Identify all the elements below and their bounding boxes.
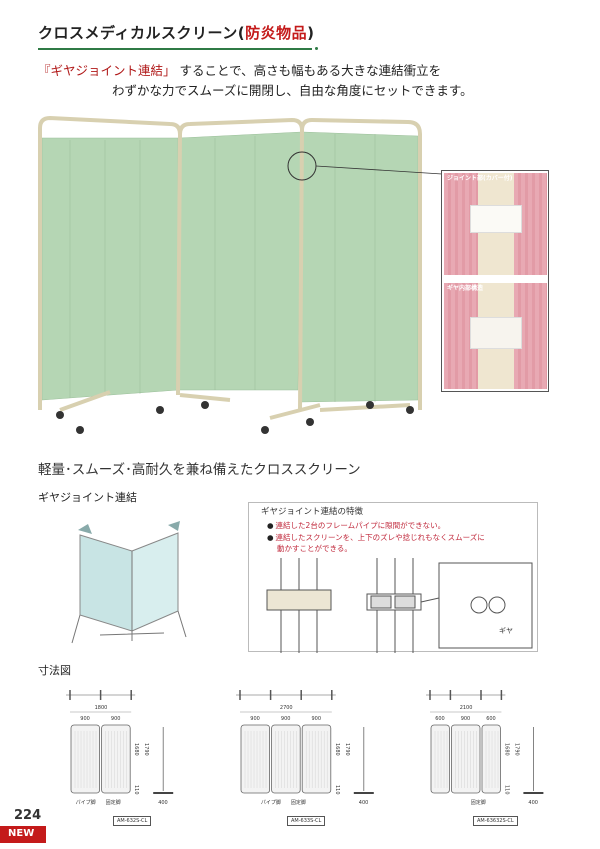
leg-type-label: 固定脚 [471,799,486,806]
leg-type-label: 固定脚 [106,799,121,806]
panel-width-label: 900 [111,716,121,722]
page-number: 224 [14,808,42,823]
foot-height-label: 110 [334,785,340,795]
gear-label: ギヤ [499,627,513,635]
model-code: AM-63632S-CL [473,816,518,826]
height-label: 1790 [143,743,149,756]
lead-accent: 『ギヤジョイント連結」 [38,63,176,78]
height-label: 1680 [503,743,509,756]
title-rule [38,48,312,50]
joint-detail-callout: ジョイント部(カバー付) ギヤ内部構造 [441,170,549,392]
leg-type-label: パイプ脚 [261,799,281,806]
panel-width-label: 900 [281,716,291,722]
panel-width-label: 900 [250,716,260,722]
model-code: AM-633S-CL [287,816,326,826]
panel-width-label: 600 [435,716,445,722]
feature-item: 連結した2台のフレームパイプに隙間ができない。 [267,521,446,530]
section-subheading: 軽量･スムーズ･高耐久を兼ね備えたクロススクリーン [38,462,361,478]
total-width-label: 1800 [95,705,108,711]
joint-cover-photo: ジョイント部(カバー付) [444,173,547,275]
total-width-label: 2100 [460,705,473,711]
new-badge: NEW [0,826,46,843]
height-label: 1680 [133,743,139,756]
panel-width-label: 900 [80,716,90,722]
gear-internal-photo: ギヤ内部構造 [444,283,547,389]
height-label: 1680 [334,743,340,756]
photo-caption: ギヤ内部構造 [447,285,484,292]
foot-height-label: 110 [503,785,509,795]
gear-feature-box: ギヤジョイント連結の特徴 連結した2台のフレームパイプに隙間ができない。 連結し… [248,502,538,653]
feature-item-continued: 動かすことができる。 [277,544,352,553]
product-photo [38,115,443,434]
depth-label: 400 [528,800,538,806]
title-close: ) [307,24,315,42]
foot-height-label: 110 [133,785,139,795]
title-dot [315,47,318,50]
feature-item: 連結したスクリーンを、上下のズレや捻じれもなくスムーズに [267,533,485,542]
lead-line-1-rest: することで、高さも幅もある大きな連結衝立を [179,63,442,78]
dimensions-heading: 寸法図 [38,664,71,677]
total-width-label: 2700 [280,705,293,711]
title-main: クロスメディカルスクリーン( [38,24,246,42]
gear-diagram: ギヤ [266,558,533,653]
panel-outline [481,724,501,794]
panel-outline [301,724,332,794]
panel-outline [430,724,450,794]
gear-joint-heading: ギヤジョイント連結 [38,491,137,504]
photo-caption: ジョイント部(カバー付) [447,175,513,182]
depth-label: 400 [158,800,168,806]
title-accent: 防炎物品 [245,24,308,42]
leg-type-label: パイプ脚 [76,799,96,806]
feature-box-title: ギヤジョイント連結の特徴 [261,507,364,517]
model-code: AM-632S-CL [113,816,152,826]
gear-joint-illustration [71,521,187,644]
height-label: 1790 [513,743,519,756]
panel-outline [101,724,131,794]
panel-width-label: 900 [461,716,471,722]
leg-type-label: 固定脚 [291,799,306,806]
lead-line-2: わずかな力でスムーズに開閉し、自由な角度にセットできます。 [112,83,473,98]
lead-line-1: 『ギヤジョイント連結」 することで、高さも幅もある大きな連結衝立を [38,63,441,78]
height-label: 1790 [344,743,350,756]
depth-label: 400 [359,800,369,806]
page-title: クロスメディカルスクリーン(防炎物品) [38,24,314,42]
panel-width-label: 600 [486,716,496,722]
panel-outline [271,724,301,794]
panel-outline [70,724,101,794]
panel-outline [450,724,481,794]
panel-width-label: 900 [312,716,322,722]
panel-outline [240,724,271,794]
